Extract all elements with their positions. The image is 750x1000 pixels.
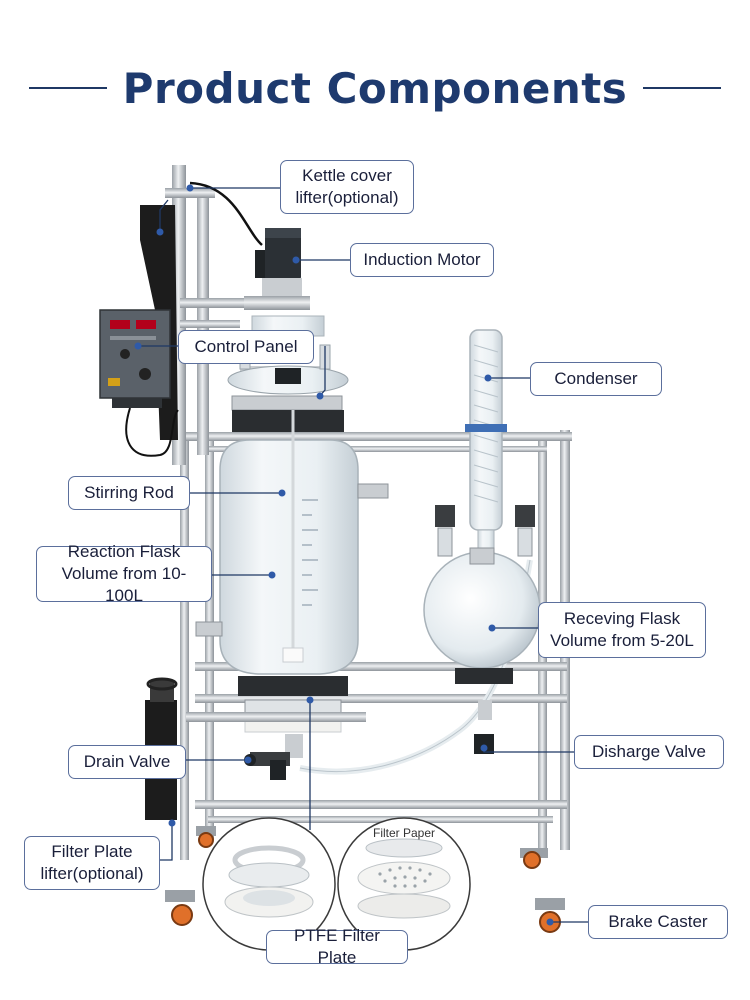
callout-stirring-rod: Stirring Rod: [68, 476, 190, 510]
condenser: [465, 329, 507, 553]
callout-kettle-cover-lifter: Kettle cover lifter(optional): [280, 160, 414, 214]
title-bar: Product Components: [0, 58, 750, 118]
callout-drain-valve: Drain Valve: [68, 745, 186, 779]
callout-induction-motor: Induction Motor: [350, 243, 494, 277]
casters: [165, 826, 565, 933]
leader-dots: [134, 184, 554, 926]
reactor-lid: [227, 315, 349, 432]
callout-control-panel: Control Panel: [178, 330, 314, 364]
receiving-flask: [423, 505, 541, 754]
page-title: Product Components: [122, 63, 628, 113]
ptfe-detail: [202, 817, 471, 951]
control-panel-box: [99, 309, 171, 408]
callout-ptfe-filter-plate: PTFE Filter Plate: [266, 926, 408, 967]
callout-discharge-valve: Disharge Valve: [574, 735, 724, 769]
motor: [244, 228, 310, 310]
callout-reaction-flask: Reaction Flask Volume from 10-100L: [36, 542, 212, 605]
filter-housing: [186, 676, 366, 758]
callout-receiving-flask: Receving Flask Volume from 5-20L: [538, 602, 706, 658]
callout-condenser: Condenser: [530, 362, 662, 396]
title-line-right: [643, 87, 722, 89]
callout-brake-caster: Brake Caster: [588, 905, 728, 939]
filter-paper-label: Filter Paper: [373, 826, 436, 840]
title-line-left: [28, 87, 107, 89]
drain-valve: [244, 752, 290, 780]
callout-filter-plate-lifter: Filter Plate lifter(optional): [24, 836, 160, 890]
reaction-flask: [195, 410, 389, 675]
